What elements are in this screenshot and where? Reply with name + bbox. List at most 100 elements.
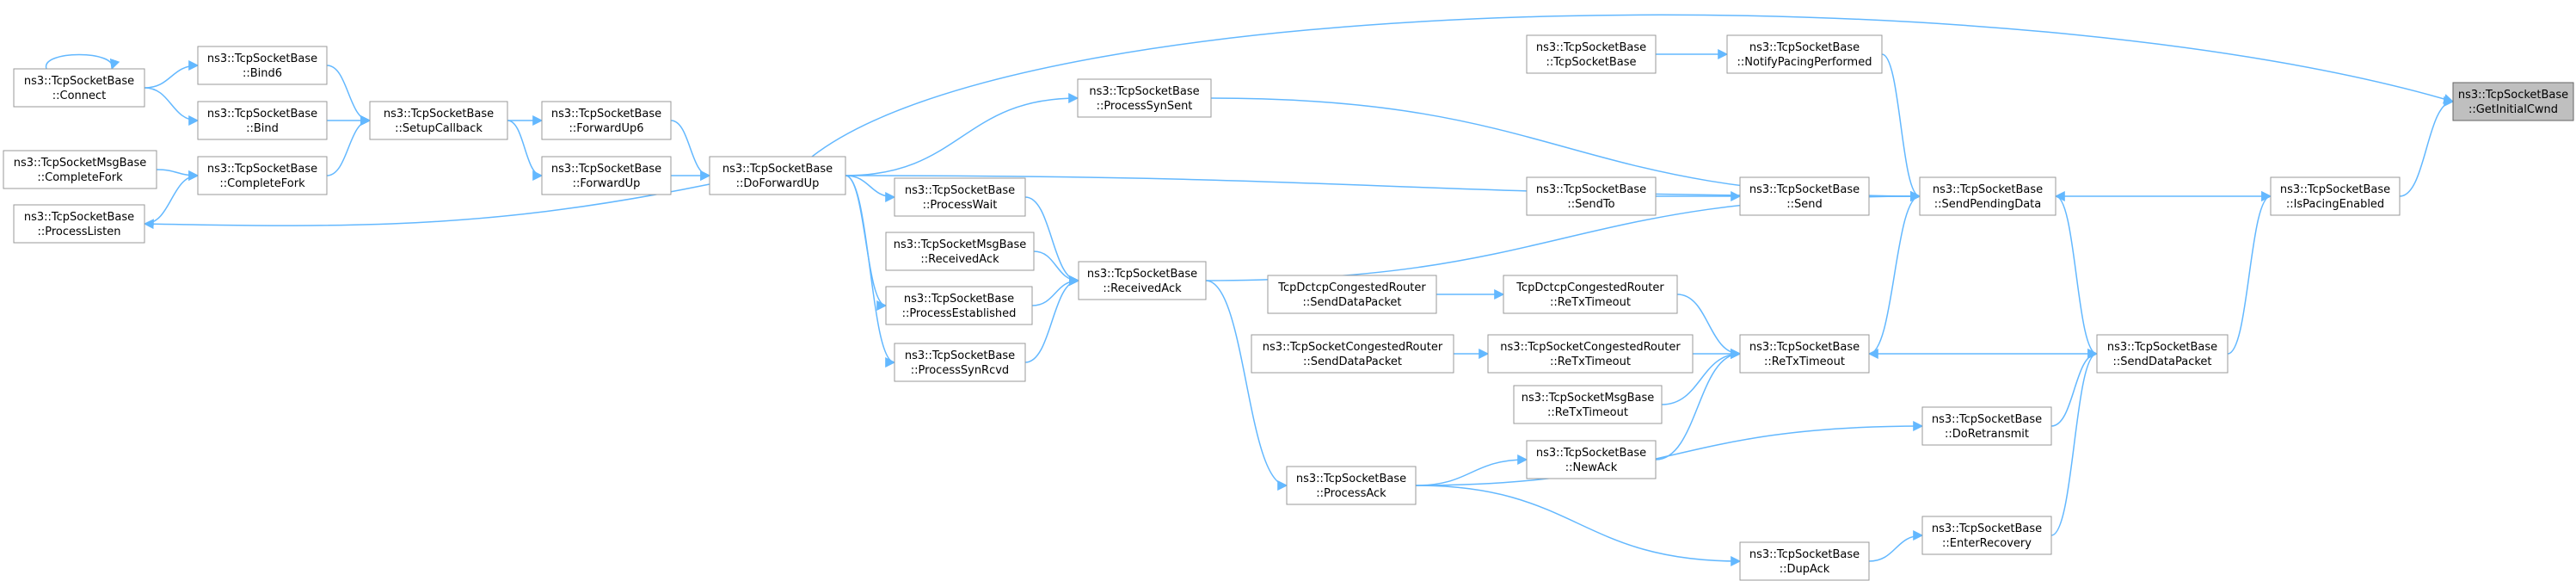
node-processsynrcvd[interactable]: ns3::TcpSocketBase::ProcessSynRcvd xyxy=(894,343,1026,382)
edge-retx-to-sendpending xyxy=(1868,191,1921,355)
node-label-class: ns3::TcpSocketBase xyxy=(2458,89,2568,102)
node-label-method: ::IsPacingEnabled xyxy=(2286,198,2384,211)
node-label-class: ns3::TcpSocketBase xyxy=(905,184,1015,197)
node-notifypacing[interactable]: ns3::TcpSocketBase::NotifyPacingPerforme… xyxy=(1726,34,1883,74)
edge-senddata-to-ispacing xyxy=(2227,191,2272,355)
node-label-method: ::EnterRecovery xyxy=(1942,537,2032,550)
node-label-class: ns3::TcpSocketMsgBase xyxy=(1522,392,1655,405)
edge-bind6-to-setupcallback xyxy=(326,65,372,126)
node-setupcallback[interactable]: ns3::TcpSocketBase::SetupCallback xyxy=(369,101,508,140)
edge-processack-to-doretransmit xyxy=(1415,421,1924,486)
node-label-method: ::Bind xyxy=(246,122,279,135)
node-label-method: ::ReceivedAck xyxy=(920,253,999,266)
node-forwardup[interactable]: ns3::TcpSocketBase::ForwardUp xyxy=(541,156,672,195)
edge-doforwardup-to-sendpending xyxy=(845,175,1921,201)
node-box xyxy=(1921,516,2052,555)
edge-processack-to-newack xyxy=(1415,454,1528,486)
node-label-method: ::ProcessListen xyxy=(37,226,120,238)
node-processack[interactable]: ns3::TcpSocketBase::ProcessAck xyxy=(1286,466,1417,505)
node-label-class: ns3::TcpSocketBase xyxy=(1536,41,1646,54)
node-label-class: ns3::TcpSocketBase xyxy=(1089,85,1199,98)
node-label-class: ns3::TcpSocketCongestedRouter xyxy=(1500,341,1681,354)
node-forwardup6[interactable]: ns3::TcpSocketBase::ForwardUp6 xyxy=(541,101,672,140)
node-msgcompletefork[interactable]: ns3::TcpSocketMsgBase::CompleteFork xyxy=(3,150,157,189)
node-label-class: ns3::TcpSocketBase xyxy=(24,211,134,224)
node-msgretx[interactable]: ns3::TcpSocketMsgBase::ReTxTimeout xyxy=(1513,385,1663,424)
node-box xyxy=(885,286,1033,325)
node-label-method: ::NotifyPacingPerformed xyxy=(1737,56,1872,69)
node-label-method: ::ProcessSynSent xyxy=(1097,100,1193,113)
node-label-class: ns3::TcpSocketBase xyxy=(1932,522,2042,535)
node-dctcpsend[interactable]: TcpDctcpCongestedRouter::SendDataPacket xyxy=(1267,275,1437,314)
node-ispacing[interactable]: ns3::TcpSocketBase::IsPacingEnabled xyxy=(2270,176,2401,216)
node-box xyxy=(369,101,508,140)
node-label-class: ns3::TcpSocketBase xyxy=(1932,413,2042,426)
node-processsynsent[interactable]: ns3::TcpSocketBase::ProcessSynSent xyxy=(1077,78,1212,118)
node-send[interactable]: ns3::TcpSocketBase::Send xyxy=(1739,176,1870,216)
node-box xyxy=(894,177,1026,217)
node-congretx[interactable]: ns3::TcpSocketCongestedRouter::ReTxTimeo… xyxy=(1487,334,1694,374)
node-bind6[interactable]: ns3::TcpSocketBase::Bind6 xyxy=(197,46,328,85)
node-doforwardup[interactable]: ns3::TcpSocketBase::DoForwardUp xyxy=(709,156,846,195)
edge-doretransmit-to-senddata xyxy=(2050,349,2099,427)
node-label-class: ns3::TcpSocketBase xyxy=(207,53,317,65)
node-box xyxy=(541,101,672,140)
edge-setupcallback-to-forwardup xyxy=(507,120,544,181)
node-box xyxy=(2452,82,2574,121)
node-box xyxy=(1513,385,1663,424)
edge-receivedack-to-processack xyxy=(1205,280,1288,491)
node-box xyxy=(1921,406,2052,446)
node-dupack[interactable]: ns3::TcpSocketBase::DupAck xyxy=(1739,541,1870,581)
node-processestablished[interactable]: ns3::TcpSocketBase::ProcessEstablished xyxy=(885,286,1033,325)
node-label-method: ::SendDataPacket xyxy=(1303,355,1402,368)
node-label-class: ns3::TcpSocketBase xyxy=(2107,341,2217,354)
node-label-class: TcpDctcpCongestedRouter xyxy=(1515,281,1664,294)
node-label-method: ::SendDataPacket xyxy=(2112,355,2211,368)
node-retx[interactable]: ns3::TcpSocketBase::ReTxTimeout xyxy=(1739,334,1870,374)
node-label-class: ns3::TcpSocketBase xyxy=(1536,183,1646,196)
node-congsend[interactable]: ns3::TcpSocketCongestedRouter::SendDataP… xyxy=(1251,334,1454,374)
edge-notifypacing-to-sendpending xyxy=(1881,53,1921,201)
node-newack[interactable]: ns3::TcpSocketBase::NewAck xyxy=(1526,440,1657,479)
edge-ispacing-to-root xyxy=(2399,96,2455,197)
node-processlisten[interactable]: ns3::TcpSocketBase::ProcessListen xyxy=(13,204,145,244)
node-label-method: ::DupAck xyxy=(1780,563,1830,576)
node-box xyxy=(1526,176,1657,216)
node-label-class: ns3::TcpSocketBase xyxy=(1749,41,1860,54)
node-senddata[interactable]: ns3::TcpSocketBase::SendDataPacket xyxy=(2096,334,2229,374)
node-connect[interactable]: ns3::TcpSocketBase::Connect xyxy=(13,68,145,108)
edge-processestablished-to-receivedack xyxy=(1031,275,1080,306)
node-completefork[interactable]: ns3::TcpSocketBase::CompleteFork xyxy=(197,156,328,195)
node-label-class: ns3::TcpSocketBase xyxy=(722,163,833,176)
node-box xyxy=(2096,334,2229,374)
node-sendto[interactable]: ns3::TcpSocketBase::SendTo xyxy=(1526,176,1657,216)
node-box xyxy=(885,232,1035,271)
node-dctcpretx[interactable]: TcpDctcpCongestedRouter::ReTxTimeout xyxy=(1503,275,1678,314)
node-processwait[interactable]: ns3::TcpSocketBase::ProcessWait xyxy=(894,177,1026,217)
node-enterrecovery[interactable]: ns3::TcpSocketBase::EnterRecovery xyxy=(1921,516,2052,555)
node-root[interactable]: ns3::TcpSocketBase::GetInitialCwnd xyxy=(2452,82,2574,121)
node-box xyxy=(1726,34,1883,74)
edge-connect-to-bind xyxy=(144,87,200,126)
node-label-class: ns3::TcpSocketBase xyxy=(207,163,317,176)
node-bind[interactable]: ns3::TcpSocketBase::Bind xyxy=(197,101,328,140)
node-label-method: ::ProcessSynRcvd xyxy=(911,364,1009,377)
edge-completefork-to-setupcallback xyxy=(326,115,372,176)
node-sendpending[interactable]: ns3::TcpSocketBase::SendPendingData xyxy=(1919,176,2056,216)
node-box xyxy=(3,150,157,189)
node-label-class: ns3::TcpSocketBase xyxy=(551,163,661,176)
node-box xyxy=(894,343,1026,382)
edge-doforwardup-to-root xyxy=(811,14,2455,158)
edge-doforwardup-to-processsynsent xyxy=(845,93,1079,176)
node-box xyxy=(1251,334,1454,374)
node-box xyxy=(197,101,328,140)
node-receivedack[interactable]: ns3::TcpSocketBase::ReceivedAck xyxy=(1078,261,1207,300)
node-doretransmit[interactable]: ns3::TcpSocketBase::DoRetransmit xyxy=(1921,406,2052,446)
node-box xyxy=(1526,440,1657,479)
node-tcpsocketbase[interactable]: ns3::TcpSocketBase::TcpSocketBase xyxy=(1526,34,1657,74)
node-label-class: ns3::TcpSocketBase xyxy=(207,108,317,121)
edge-connect-to-connect xyxy=(46,53,120,71)
node-label-class: ns3::TcpSocketBase xyxy=(1087,268,1197,281)
node-msgreceivedack[interactable]: ns3::TcpSocketMsgBase::ReceivedAck xyxy=(885,232,1035,271)
node-label-method: ::Send xyxy=(1786,198,1823,211)
